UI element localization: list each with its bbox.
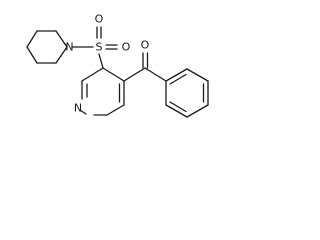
bond-ph-c4-c5 — [186, 104, 209, 118]
sulfonyl-group — [71, 26, 118, 69]
bond-pyr-c2-c3 — [81, 67, 104, 82]
bond-pyr-c4-carbonyl — [123, 67, 146, 82]
bond-pyr-c6-n — [79, 109, 87, 115]
bond-ph-c2-c3 — [186, 68, 209, 82]
bond-carbonyl-phenyl — [144, 67, 167, 82]
chemical-structure-diagram: N S O O O N — [26, 13, 209, 118]
bond-pip-c6-n — [55, 30, 68, 48]
bond-pyr-c3-c4 — [102, 67, 125, 82]
piperidine-ring — [26, 30, 68, 64]
bond-ph-c5-c6-inner — [169, 101, 187, 113]
bond-ph-c1-c2-inner — [169, 73, 187, 85]
atom-o-sulfonyl-top: O — [95, 13, 104, 26]
atom-o-sulfonyl-right: O — [122, 41, 131, 54]
atom-n-pyridine: N — [74, 102, 82, 115]
atom-n-piperidine: N — [65, 41, 73, 54]
phenyl-ring — [165, 68, 209, 118]
ketone-group — [123, 52, 167, 82]
bond-pip-n-c2 — [55, 46, 68, 64]
bond-ph-c5-c6 — [165, 104, 188, 118]
bond-s-pyridine-c3 — [98, 53, 104, 69]
atom-s-sulfonyl: S — [96, 41, 103, 54]
atom-labels: N S O O O N — [65, 13, 149, 115]
bond-pyr-c5-c6 — [106, 104, 125, 116]
bond-pip-c3-c4 — [26, 46, 38, 64]
atom-o-carbonyl: O — [141, 39, 150, 52]
bond-pip-c4-c5 — [26, 30, 38, 48]
bond-ph-c1-c2 — [165, 68, 188, 82]
pyridine-ring — [79, 67, 125, 116]
